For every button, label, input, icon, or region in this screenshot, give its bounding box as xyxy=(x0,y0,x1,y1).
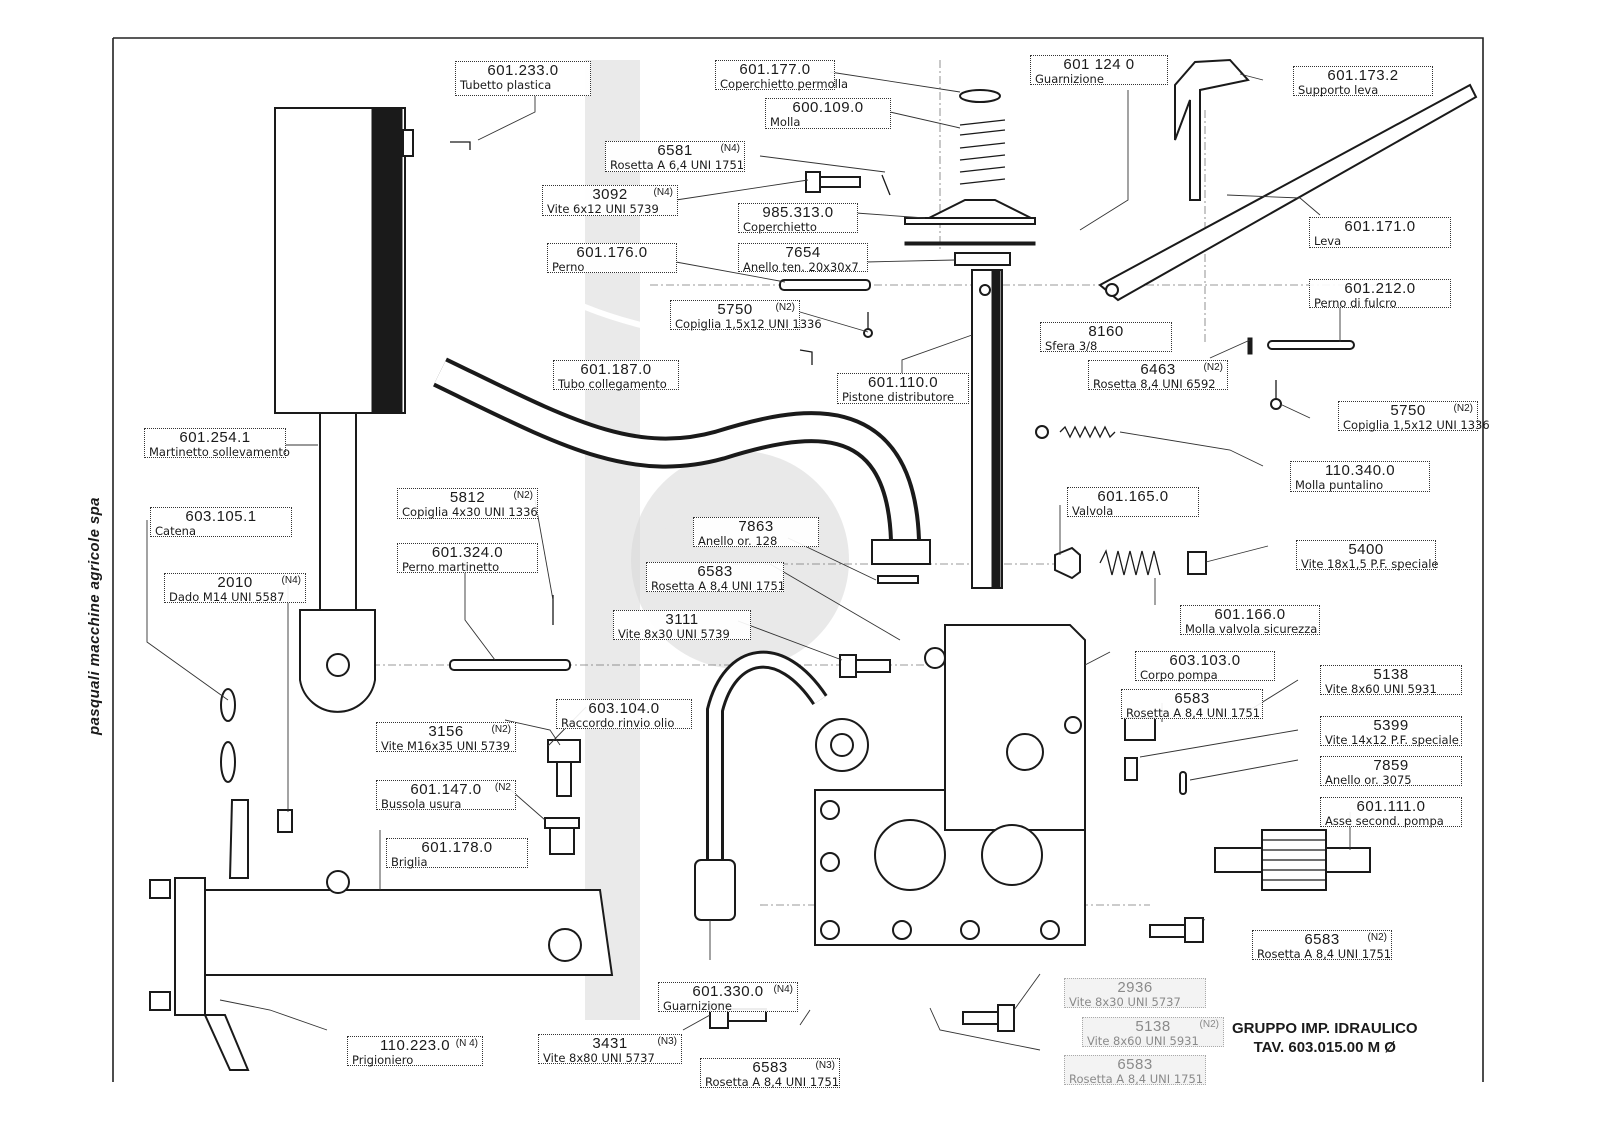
gear-shaft-part xyxy=(1214,829,1371,891)
part-label: 601.330.0(N4)Guarnizione xyxy=(658,982,798,1012)
drawing-table-ref: TAV. 603.015.00 M Ø xyxy=(1253,1038,1396,1056)
part-label: 6583(N3)Rosetta A 8,4 UNI 1751 xyxy=(700,1058,840,1088)
pump-body-part xyxy=(814,624,1086,946)
part-label: 5750(N2)Copiglia 1,5x12 UNI 1336 xyxy=(670,300,822,330)
company-name: pasquali macchine agricole spa xyxy=(86,497,103,735)
part-label: 5750(N2)Copiglia 1,5x12 UNI 1336 xyxy=(1338,401,1490,431)
drawing-title: GRUPPO IMP. IDRAULICO xyxy=(1232,1020,1418,1037)
spring-part xyxy=(959,119,1006,185)
part-label: 5812(N2)Copiglia 4x30 UNI 1336 xyxy=(397,488,538,519)
part-label: 2010(N4)Dado M14 UNI 5587 xyxy=(164,573,306,603)
title-block: GRUPPO IMP. IDRAULICO TAV. 603.015.00 M … xyxy=(1232,1020,1418,1058)
part-label: 3431(N3)Vite 8x80 UNI 5737 xyxy=(538,1034,682,1064)
part-label: 6583(N2)Rosetta A 8,4 UNI 1751 xyxy=(1252,930,1392,960)
part-label: 5138(N2)Vite 8x60 UNI 5931 xyxy=(1082,1017,1224,1047)
part-label: 6581(N4)Rosetta A 6,4 UNI 1751 xyxy=(605,141,745,172)
part-label: 3156(N2)Vite M16x35 UNI 5739 xyxy=(376,722,516,752)
lever-part xyxy=(1098,58,1478,302)
drawing-frame xyxy=(113,37,1484,1082)
part-label: 3092(N4)Vite 6x12 UNI 5739 xyxy=(542,185,678,216)
cylinder-part xyxy=(274,107,414,713)
part-label: 6463(N2)Rosetta 8,4 UNI 6592 xyxy=(1088,360,1228,390)
watermark xyxy=(585,60,849,1020)
part-label: 110.223.0(N 4)Prigioniero xyxy=(347,1036,483,1066)
flange-part xyxy=(149,799,614,1071)
